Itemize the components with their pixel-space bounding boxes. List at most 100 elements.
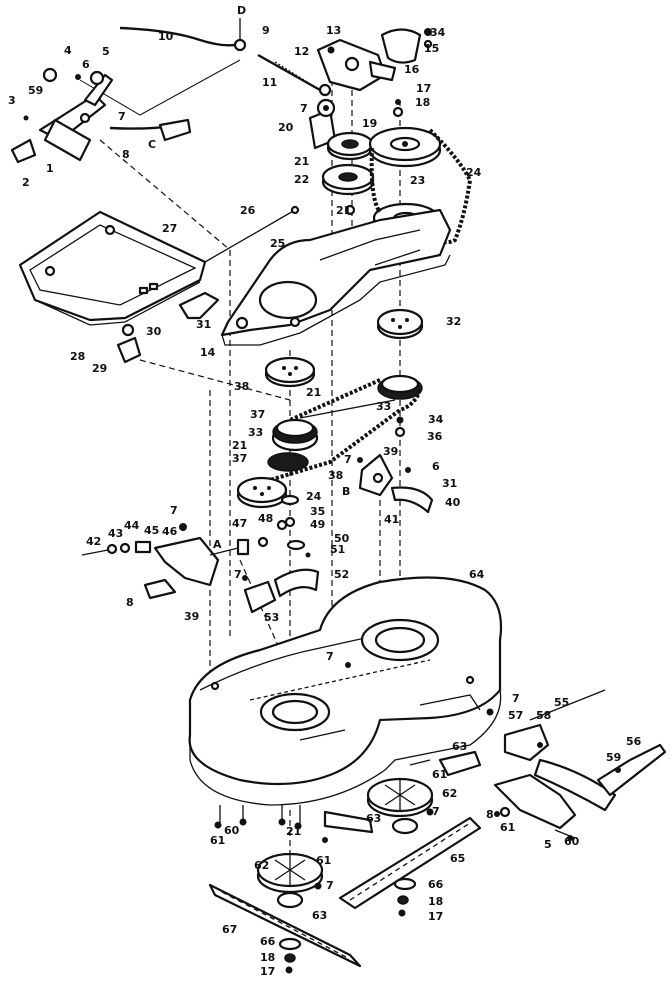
cable-rod-assembly [119, 18, 321, 92]
left-linkage [81, 523, 239, 600]
callout-label: 44 [124, 519, 140, 532]
callout-label: 39 [383, 445, 398, 458]
callout-label: 7 [170, 504, 178, 517]
callout-label: 47 [232, 517, 247, 530]
callout-label: 56 [626, 735, 642, 748]
middle-pulleys [264, 308, 424, 482]
callout-label: 64 [469, 568, 485, 581]
callout-label: 45 [144, 524, 159, 537]
idler-arm [357, 453, 434, 514]
callout-label: 29 [92, 362, 107, 375]
callout-label: 20 [278, 121, 294, 134]
callout-label: 42 [86, 535, 101, 548]
callout-label: 53 [264, 611, 279, 624]
callout-label: 43 [108, 527, 123, 540]
callout-label: 8 [486, 808, 494, 821]
callout-label: 38 [234, 380, 249, 393]
callout-label: 7 [300, 102, 308, 115]
center-linkage [236, 519, 320, 614]
callout-label: 17 [416, 82, 431, 95]
callout-label: 49 [310, 518, 325, 531]
callout-label: 2 [22, 176, 30, 189]
callout-label: 59 [28, 84, 43, 97]
callout-label: 65 [450, 852, 465, 865]
callout-label: 7 [512, 692, 520, 705]
callout-label: 19 [362, 117, 377, 130]
callout-label: 3 [8, 94, 16, 107]
callout-label: 63 [452, 740, 467, 753]
callout-label: 57 [508, 709, 523, 722]
lower-spindles-blades [208, 759, 500, 974]
callout-label: 7 [234, 568, 242, 581]
callout-label: 61 [432, 768, 447, 781]
callout-label: 11 [262, 76, 277, 89]
callout-label: 31 [442, 477, 457, 490]
callout-label: 37 [250, 408, 265, 421]
callout-label: 31 [196, 318, 211, 331]
callout-label: 58 [536, 709, 551, 722]
callout-label: 14 [200, 346, 216, 359]
callout-label: 1 [46, 162, 54, 175]
callout-label: 6 [82, 58, 90, 71]
callout-label: 16 [404, 63, 420, 76]
callout-label: 66 [260, 935, 276, 948]
callout-label: 18 [428, 895, 443, 908]
callout-label: 61 [210, 834, 225, 847]
callout-label: 28 [70, 350, 85, 363]
callout-label: 35 [310, 505, 325, 518]
callout-label: 62 [442, 787, 457, 800]
callout-label: 12 [294, 45, 309, 58]
callout-label: 55 [554, 696, 569, 709]
callout-label: 52 [334, 568, 349, 581]
callout-label: 13 [326, 24, 341, 37]
callout-label: 7 [326, 650, 334, 663]
callout-label: 21 [336, 204, 351, 217]
left-stacked-pulleys [236, 416, 406, 528]
callout-label: 8 [122, 148, 130, 161]
callout-label: 24 [306, 490, 322, 503]
callout-label: 25 [270, 237, 285, 250]
callout-label: 21 [286, 825, 301, 838]
callout-label: A [213, 538, 222, 551]
right-linkage [438, 689, 667, 841]
callout-label: 36 [427, 430, 443, 443]
callout-label: 21 [294, 155, 309, 168]
callout-label: 40 [445, 496, 461, 509]
callout-label: 21 [306, 386, 321, 399]
callout-label: D [237, 4, 246, 17]
callout-label: 6 [432, 460, 440, 473]
callout-label: 7 [118, 110, 126, 123]
lift-lever-assembly [10, 67, 192, 164]
callout-label: 67 [222, 923, 237, 936]
callout-label: 18 [415, 96, 430, 109]
shield [18, 205, 300, 364]
callout-label: 61 [500, 821, 515, 834]
callout-label: 48 [258, 512, 273, 525]
callout-label: 34 [430, 26, 446, 39]
upper-bracket-assembly [308, 28, 433, 150]
callout-label: 7 [344, 453, 352, 466]
callout-label: 27 [162, 222, 177, 235]
callout-label: 18 [260, 951, 275, 964]
belt-cover [220, 208, 452, 346]
callout-label: 62 [254, 859, 269, 872]
callout-label: 21 [232, 439, 247, 452]
callout-label: 61 [316, 854, 331, 867]
callout-label: 17 [260, 965, 275, 978]
callout-label: B [342, 485, 350, 498]
callout-label: 63 [312, 909, 327, 922]
callout-label: 38 [328, 469, 343, 482]
callout-label: 51 [330, 543, 345, 556]
callout-label: 4 [64, 44, 72, 57]
callout-label: 10 [158, 30, 174, 43]
callout-label: 41 [384, 513, 399, 526]
callout-label: 63 [366, 812, 381, 825]
callout-label: 60 [564, 835, 580, 848]
callout-label: C [148, 138, 156, 151]
callout-label: 66 [428, 878, 444, 891]
callout-label: 26 [240, 204, 256, 217]
callout-label: 37 [232, 452, 247, 465]
callout-label: 50 [334, 532, 350, 545]
